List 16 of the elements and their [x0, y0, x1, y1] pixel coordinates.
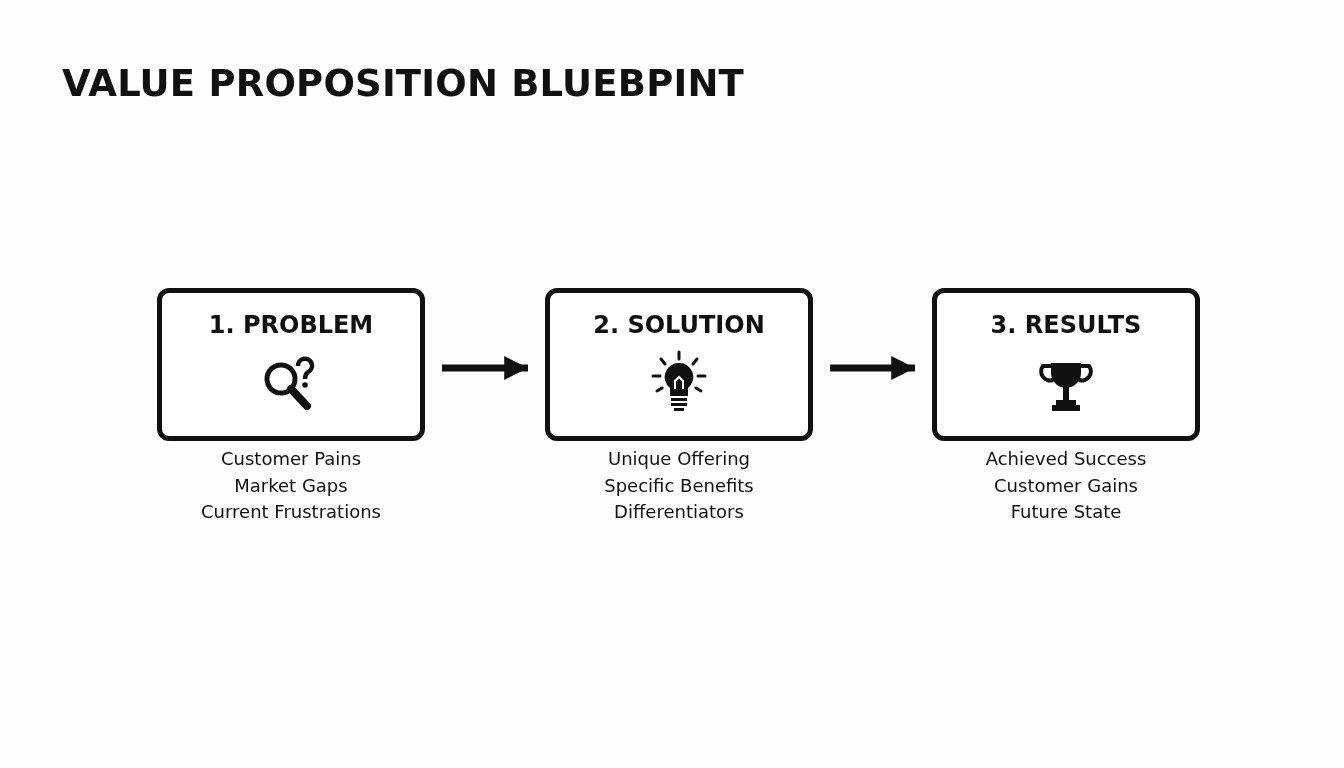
step-description: Achieved Success	[984, 447, 1148, 471]
step-description: Differentiators	[613, 500, 745, 524]
step-heading: 3. RESULTS	[990, 311, 1142, 339]
step-description: Unique Offering	[606, 447, 752, 471]
step-description: Current Frustrations	[200, 500, 382, 524]
title: VALUE PROPOSITION BLUEBPINT	[62, 62, 745, 105]
step-box	[157, 288, 425, 441]
step-heading: 2. SOLUTION	[593, 311, 765, 339]
step-description: Customer Pains	[220, 447, 362, 471]
step-description: Market Gaps	[233, 473, 349, 498]
step-description: Specific Benefits	[603, 473, 755, 498]
step-description: Customer Gains	[993, 473, 1139, 498]
step-description: Future State	[1009, 500, 1123, 524]
step-box	[932, 288, 1200, 441]
step-box	[545, 288, 813, 441]
step-heading: 1. PROBLEM	[208, 311, 374, 339]
